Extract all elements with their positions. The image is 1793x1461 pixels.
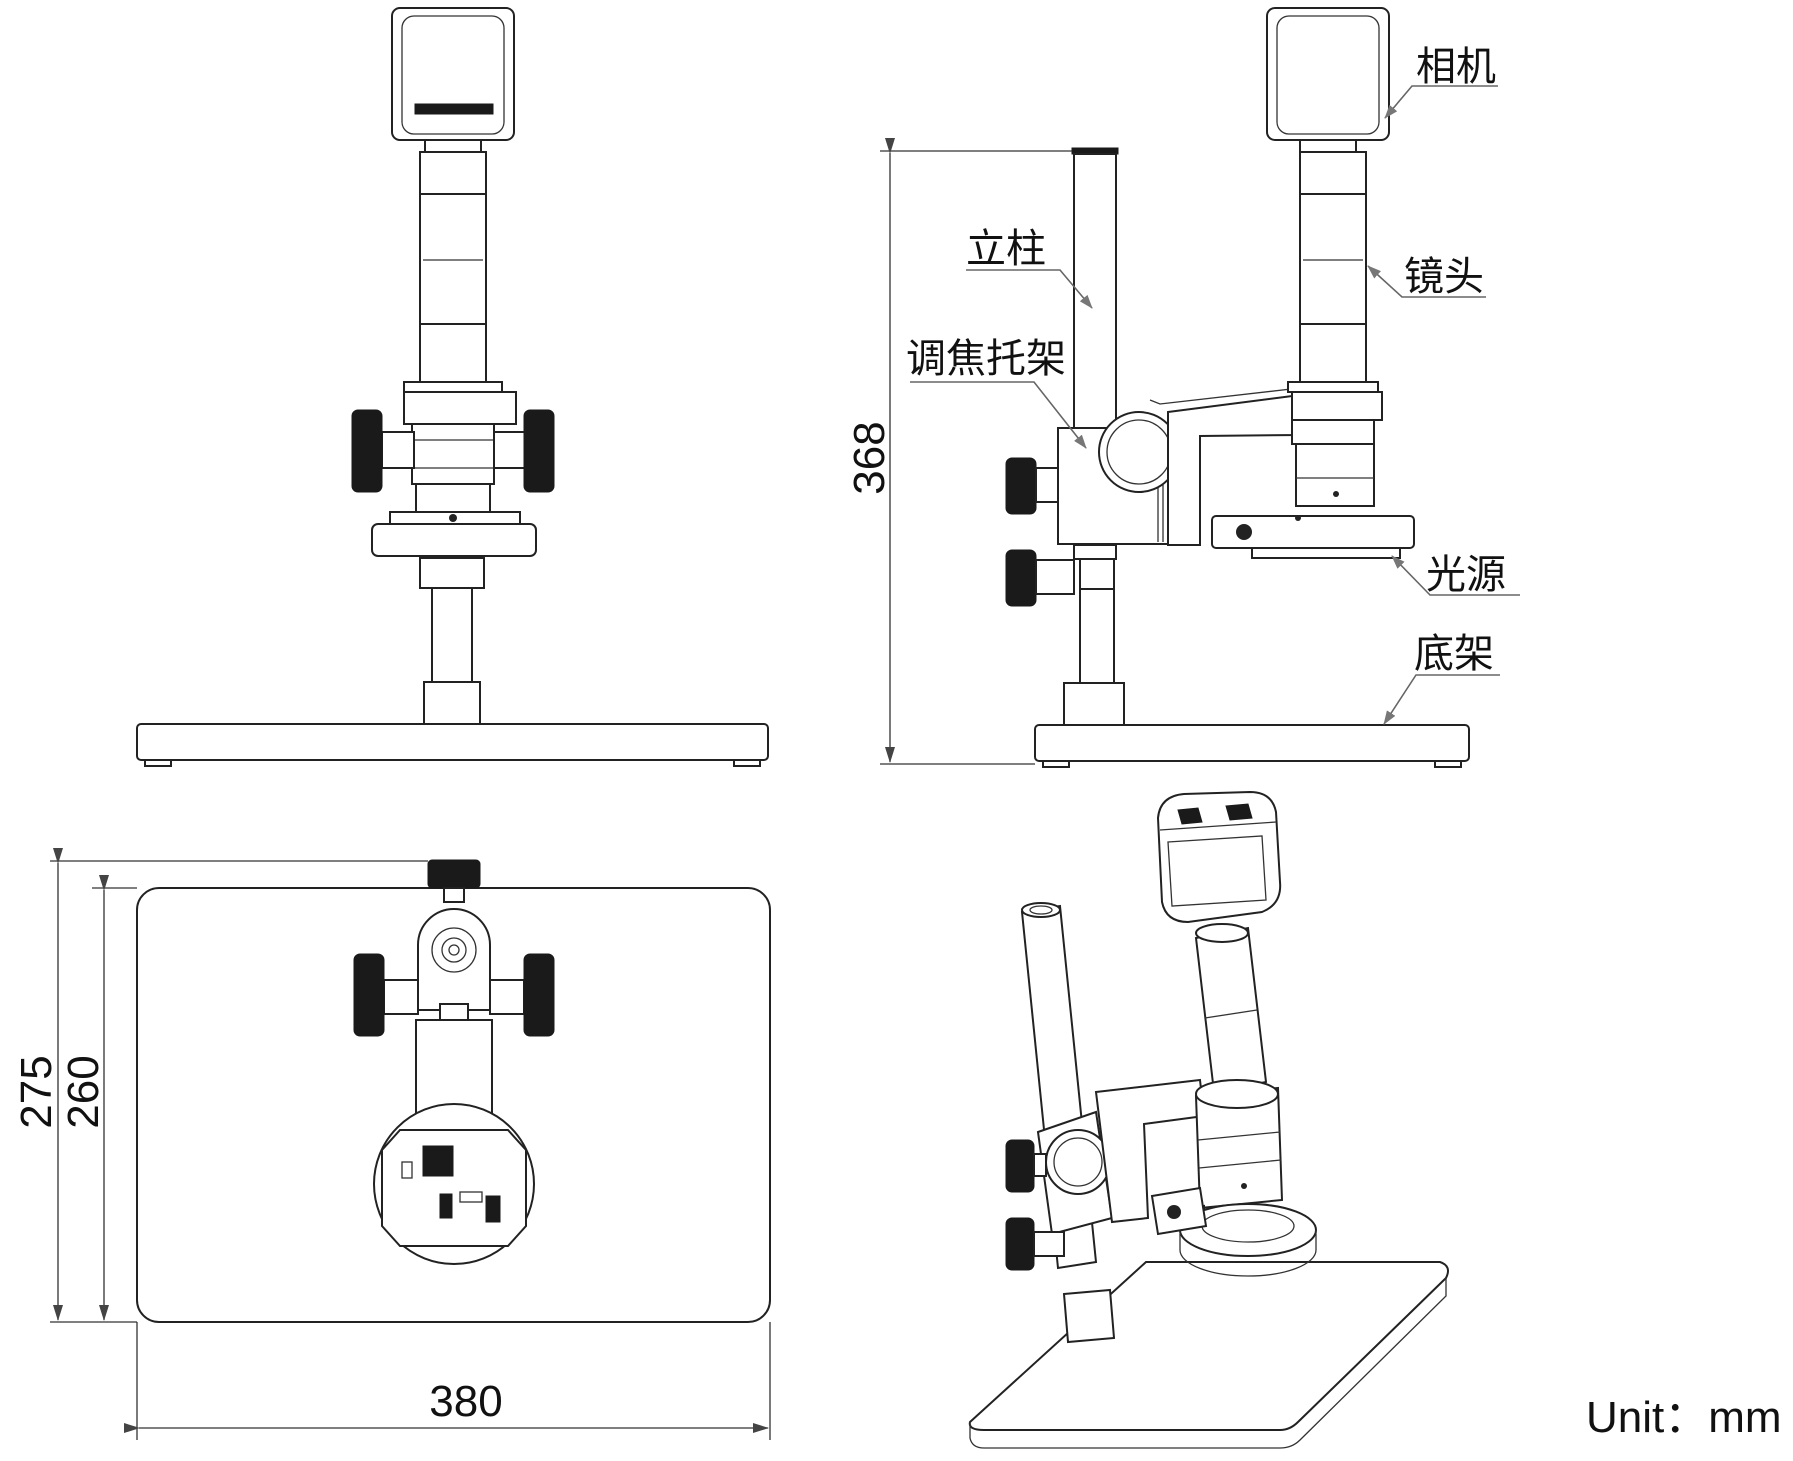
side-base [1034,724,1470,768]
front-view [136,7,769,767]
iso-lens [1194,923,1284,1210]
top-knob [427,859,481,889]
label-light-source: 光源 [1426,552,1506,598]
height-dimension [880,138,1072,765]
label-lens: 镜头 [1404,254,1484,300]
label-focus-bracket: 调焦托架 [906,336,1066,382]
side-light-source [1211,515,1415,559]
unit-label: Unit：mm [1586,1393,1782,1442]
side-knob-lower [1005,549,1075,607]
side-focus-bracket [1057,387,1301,546]
label-base: 底架 [1414,631,1494,677]
front-knob-right [493,409,555,493]
side-column [1063,147,1125,726]
isometric-view [968,790,1449,1449]
front-camera [391,7,515,153]
front-base [136,723,769,767]
height-value: 368 [845,421,894,494]
side-camera [1266,7,1390,153]
iso-camera [1156,790,1282,924]
label-camera: 相机 [1416,44,1496,90]
callout-lines [910,85,1520,725]
top-knob-right [523,953,555,1037]
width-value: 380 [429,1377,502,1426]
depth-outer-value: 275 [12,1055,61,1128]
side-lens [1287,151,1383,507]
depth-inner-value: 260 [59,1055,108,1128]
iso-light-source [1150,1186,1317,1277]
front-lens [403,151,517,513]
side-knob-upper [1005,457,1059,515]
iso-bracket [1005,1078,1206,1271]
top-dimensions [50,848,771,1440]
top-view [136,859,771,1323]
top-knob-left [353,953,385,1037]
iso-base [968,1261,1449,1449]
front-light-source [371,511,537,557]
side-view [1005,7,1470,768]
label-column: 立柱 [966,226,1046,272]
front-column [419,557,485,725]
front-knob-left [351,409,415,493]
